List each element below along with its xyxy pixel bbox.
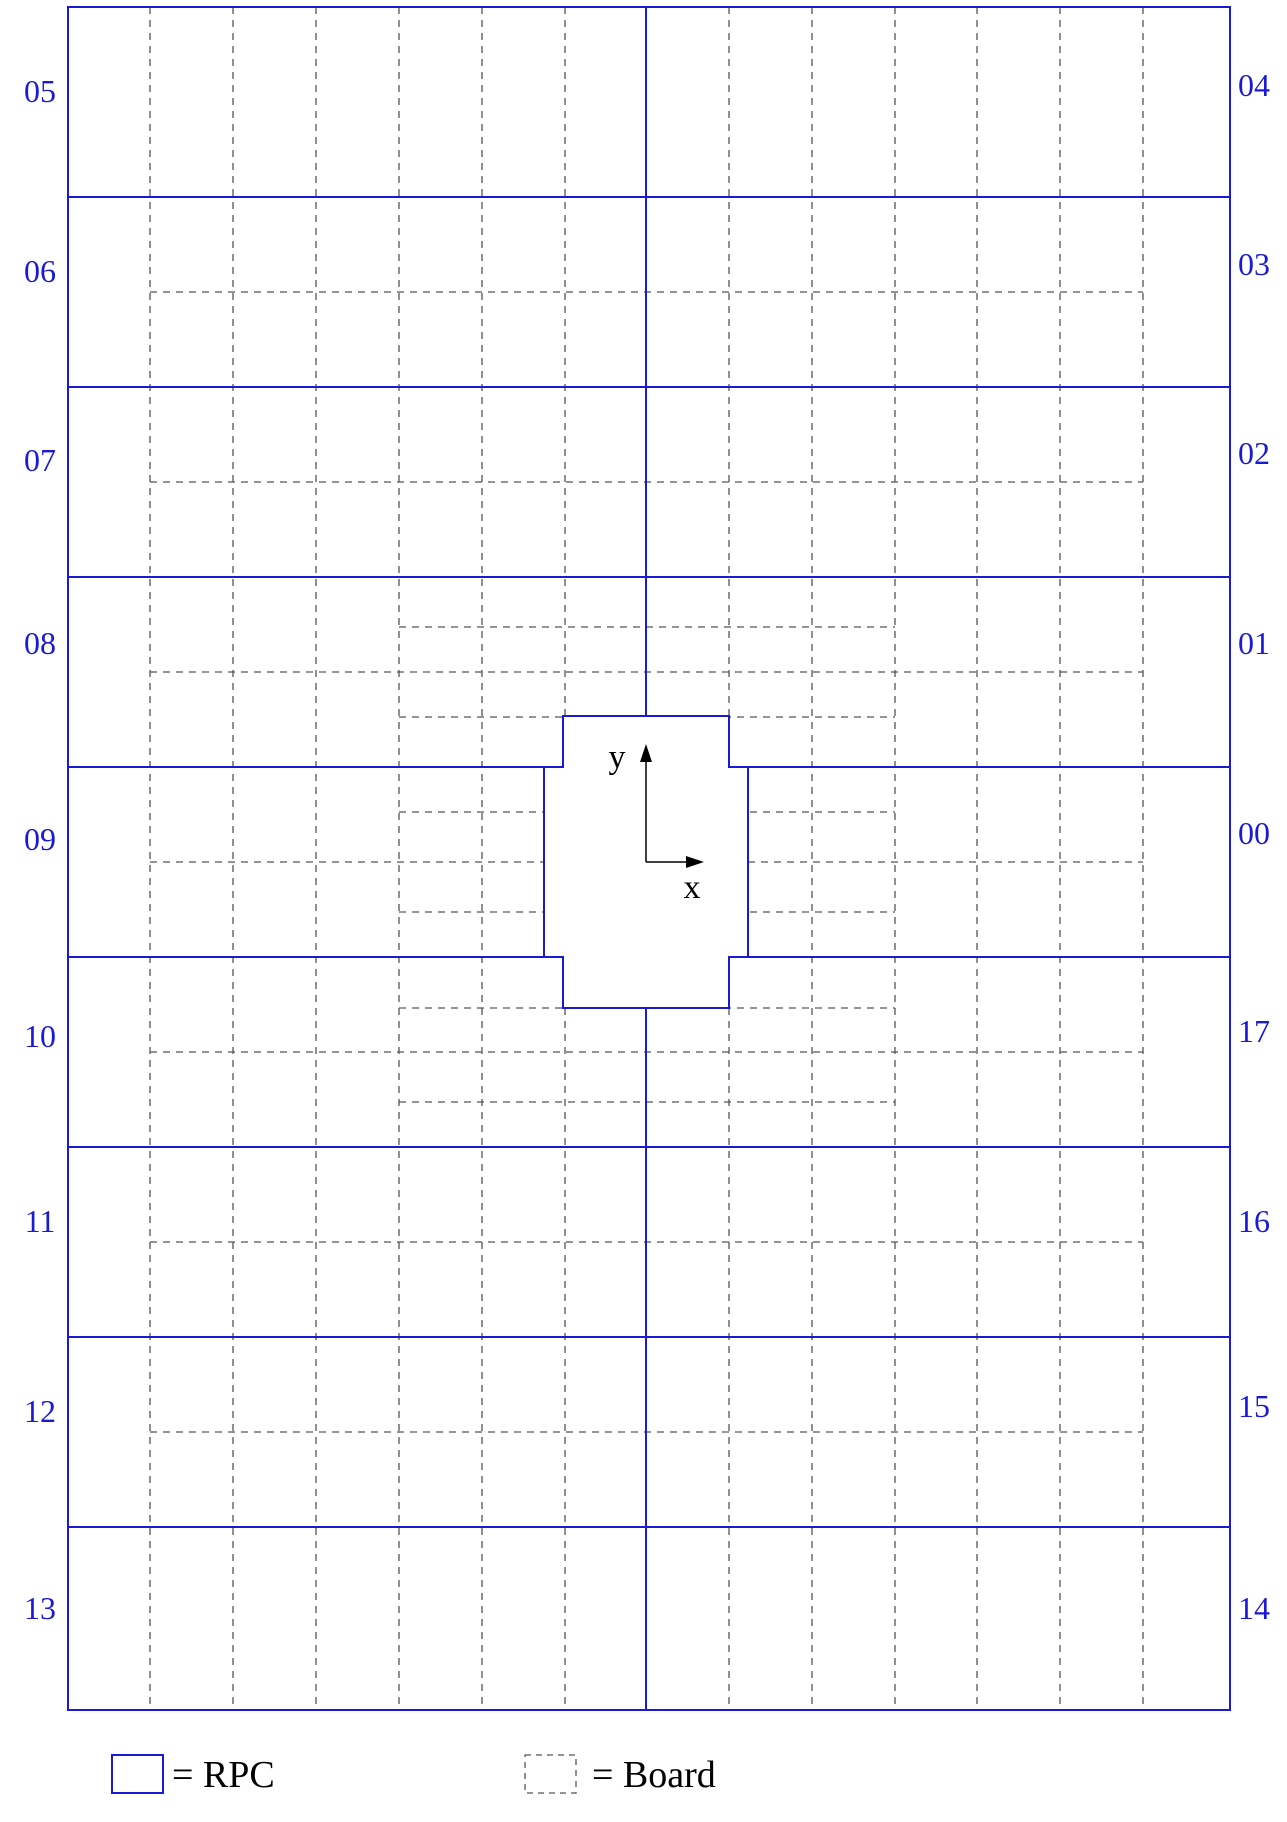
left-sector-label-11: 11 — [25, 1203, 56, 1239]
left-sector-label-10: 10 — [24, 1018, 56, 1054]
y-arrowhead-icon — [640, 744, 652, 762]
left-sector-label-05: 05 — [24, 73, 56, 109]
left-sector-label-12: 12 — [24, 1393, 56, 1429]
right-sector-label-01: 01 — [1238, 625, 1270, 661]
y-axis-label: y — [609, 739, 626, 776]
rpc-outer-frame — [67, 6, 1231, 1711]
legend-rpc-label: = RPC — [172, 1754, 275, 1796]
right-sector-label-00: 00 — [1238, 815, 1270, 851]
x-arrowhead-icon — [686, 856, 704, 868]
right-sector-label-03: 03 — [1238, 246, 1270, 282]
right-sector-label-16: 16 — [1238, 1203, 1270, 1239]
right-sector-label-14: 14 — [1238, 1590, 1270, 1626]
legend-board-label: = Board — [592, 1754, 716, 1796]
left-sector-labels: 05 06 07 08 09 10 11 12 13 — [24, 73, 56, 1626]
right-sector-label-02: 02 — [1238, 435, 1270, 471]
left-sector-label-09: 09 — [24, 821, 56, 857]
left-sector-label-06: 06 — [24, 253, 56, 289]
left-sector-label-13: 13 — [24, 1590, 56, 1626]
left-sector-label-08: 08 — [24, 625, 56, 661]
right-sector-label-17: 17 — [1238, 1013, 1270, 1049]
coordinate-axes: y x — [609, 739, 704, 906]
x-axis-label: x — [684, 869, 701, 906]
right-sector-label-15: 15 — [1238, 1388, 1270, 1424]
right-sector-label-04: 04 — [1238, 67, 1270, 103]
legend-board-swatch — [524, 1754, 577, 1794]
right-sector-labels: 04 03 02 01 00 17 16 15 14 — [1238, 67, 1270, 1626]
legend-rpc-swatch — [111, 1754, 164, 1794]
legend: = RPC = Board — [111, 1754, 716, 1796]
left-sector-label-07: 07 — [24, 442, 56, 478]
